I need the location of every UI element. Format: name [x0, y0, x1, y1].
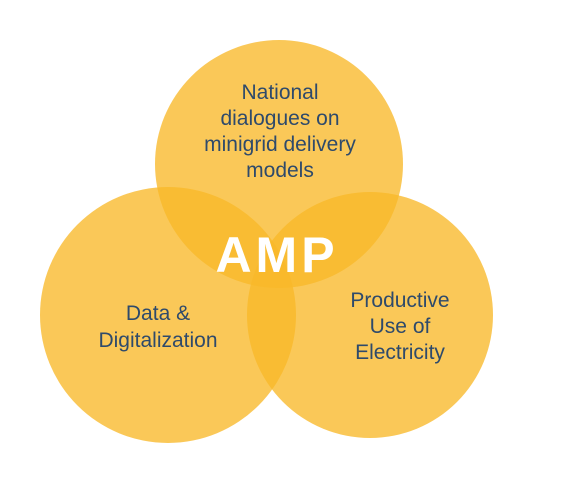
circle-top — [155, 40, 403, 288]
circle-left-label-line: Digitalization — [98, 329, 217, 352]
circle-right-label-line: Electricity — [355, 341, 445, 364]
circle-right-label-line: Use of — [370, 315, 431, 338]
circle-right-label: Productive Use of Electricity — [350, 289, 449, 364]
circle-left-label: Data & Digitalization — [98, 302, 217, 352]
circle-top-label-line: models — [246, 159, 314, 182]
circle-top-label: National dialogues on minigrid delivery … — [204, 81, 356, 182]
circle-left-label-line: Data & — [126, 302, 190, 325]
circle-top-label-line: National — [241, 81, 318, 104]
circle-top-label-line: minigrid delivery — [204, 133, 356, 156]
circle-right-label-line: Productive — [350, 289, 449, 312]
circle-top-label-line: dialogues on — [220, 107, 339, 130]
center-label: AMP — [215, 227, 338, 283]
